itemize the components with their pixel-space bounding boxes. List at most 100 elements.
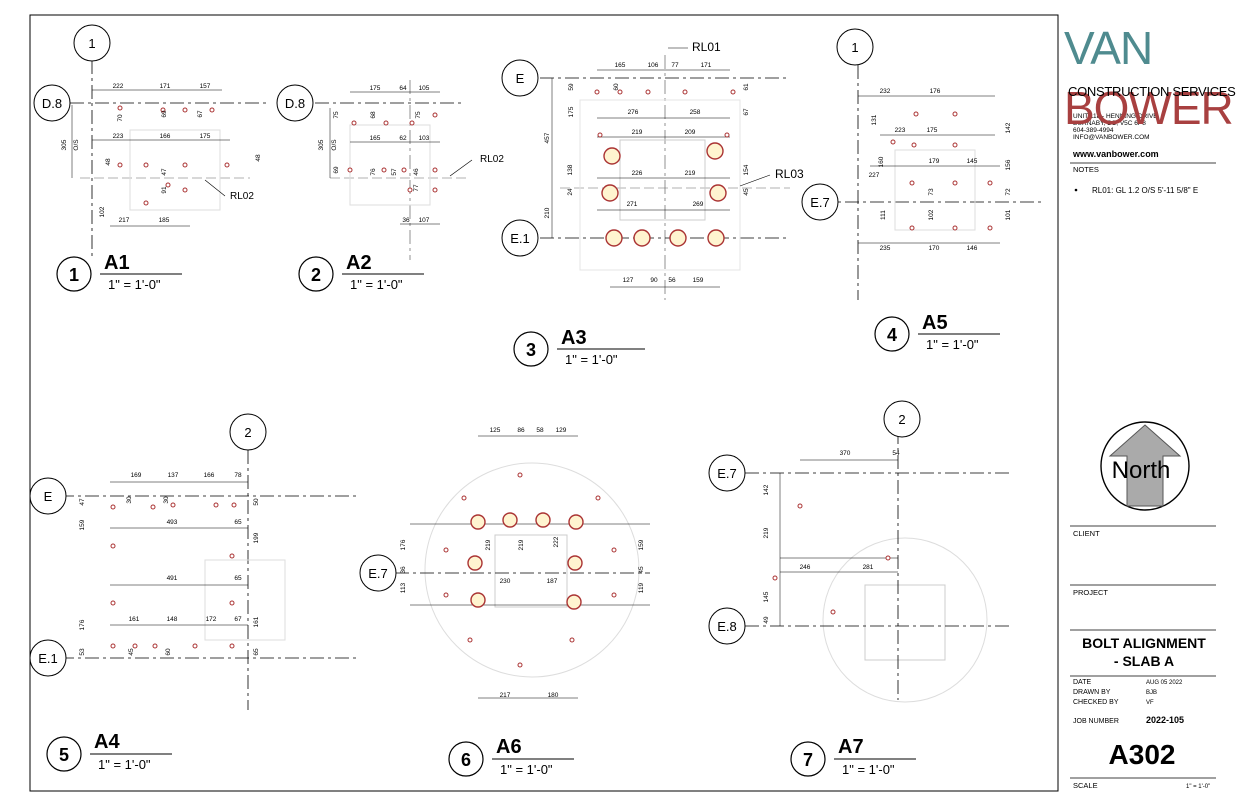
svg-text:64: 64 [399, 85, 407, 92]
svg-text:305: 305 [318, 139, 325, 150]
svg-text:78: 78 [234, 472, 242, 479]
svg-text:219: 219 [763, 527, 770, 538]
svg-text:VF: VF [1146, 700, 1154, 706]
view-number: 1 [69, 265, 79, 285]
svg-text:175: 175 [370, 85, 381, 92]
svg-text:A2: A2 [346, 252, 372, 274]
project-label: PROJECT [1073, 588, 1108, 597]
svg-text:45: 45 [638, 566, 645, 574]
grid-bubble-e8-a7: E.8 [708, 607, 746, 645]
svg-text:199: 199 [253, 532, 260, 543]
svg-text:69: 69 [333, 166, 340, 174]
svg-text:170: 170 [929, 245, 940, 252]
svg-text:1" = 1'-0": 1" = 1'-0" [500, 762, 553, 777]
svg-text:281: 281 [863, 564, 874, 571]
view-name: A1 [104, 252, 130, 274]
scale-value: 1" = 1'-0" [1186, 784, 1210, 790]
svg-text:50: 50 [253, 498, 260, 506]
svg-text:A5: A5 [922, 312, 948, 334]
svg-text:176: 176 [930, 88, 941, 95]
north-arrow-icon: North [1100, 421, 1190, 511]
dim-label: 102 [99, 206, 106, 217]
svg-text:59: 59 [568, 83, 575, 91]
scale-label: SCALE [1073, 781, 1098, 790]
svg-text:179: 179 [929, 158, 940, 165]
svg-text:131: 131 [871, 114, 878, 125]
svg-text:106: 106 [648, 62, 659, 69]
svg-text:A6: A6 [496, 736, 522, 758]
svg-text:219: 219 [685, 170, 696, 177]
svg-text:AUG 05 2022: AUG 05 2022 [1146, 680, 1183, 686]
dim-label: 70 [117, 114, 124, 122]
dim-label: 67 [197, 110, 204, 118]
svg-text:57: 57 [391, 168, 398, 176]
grid-bubble-e-a4: E [29, 477, 67, 515]
svg-text:101: 101 [1005, 209, 1012, 220]
svg-text:65: 65 [253, 648, 260, 656]
svg-text:53: 53 [79, 648, 86, 656]
svg-text:RL03: RL03 [775, 167, 804, 181]
svg-text:145: 145 [763, 591, 770, 602]
grid-bubble-e-a3: E [501, 59, 539, 97]
dim-label: 185 [159, 217, 170, 224]
view-title-a2: 2 A2 1" = 1'-0" [298, 252, 424, 292]
svg-text:165: 165 [615, 62, 626, 69]
svg-text:227: 227 [869, 172, 880, 179]
svg-text:161: 161 [253, 616, 260, 627]
svg-text:75: 75 [415, 111, 422, 119]
dim-label: 91 [161, 186, 168, 194]
svg-text:D.8: D.8 [42, 96, 62, 111]
svg-text:276: 276 [628, 109, 639, 116]
client-label: CLIENT [1073, 529, 1100, 538]
notes-label: NOTES [1073, 165, 1099, 174]
svg-text:226: 226 [632, 170, 643, 177]
svg-text:246: 246 [800, 564, 811, 571]
grid-bubble-e7-a5: E.7 [801, 183, 839, 221]
svg-text:DATE: DATE [1073, 679, 1091, 686]
svg-text:46: 46 [413, 168, 420, 176]
svg-text:1: 1 [88, 36, 95, 51]
grid-bubble-e7-a6: E.7 [359, 554, 397, 592]
svg-text:176: 176 [400, 539, 407, 550]
svg-text:159: 159 [638, 539, 645, 550]
svg-text:JOB NUMBER: JOB NUMBER [1073, 718, 1119, 725]
svg-text:209: 209 [685, 129, 696, 136]
dim-label: 175 [200, 133, 211, 140]
company-logo-subtitle: CONSTRUCTION SERVICES [1068, 84, 1236, 99]
sheet-number: A302 [1109, 739, 1176, 770]
svg-text:A3: A3 [561, 327, 587, 349]
dim-label: 223 [113, 133, 124, 140]
view-a7-plan [745, 430, 1010, 703]
svg-text:269: 269 [693, 201, 704, 208]
svg-text:30: 30 [163, 496, 170, 504]
svg-text:30: 30 [126, 496, 133, 504]
grid-bubble-2-a4: 2 [229, 413, 267, 451]
svg-text:210: 210 [544, 207, 551, 218]
svg-text:107: 107 [419, 217, 430, 224]
grid-bubble-d8: D.8 [33, 84, 71, 122]
svg-text:BURNABY, BC, V5C 6P8: BURNABY, BC, V5C 6P8 [1073, 120, 1146, 127]
svg-text:222: 222 [553, 536, 560, 547]
svg-text:77: 77 [671, 62, 679, 69]
svg-text:6: 6 [461, 750, 471, 770]
svg-text:65: 65 [234, 575, 242, 582]
svg-text:142: 142 [763, 484, 770, 495]
svg-text:159: 159 [693, 277, 704, 284]
svg-text:A4: A4 [94, 731, 120, 753]
svg-text:61: 61 [743, 83, 750, 91]
svg-text:1" = 1'-0": 1" = 1'-0" [565, 352, 618, 367]
svg-text:7: 7 [803, 750, 813, 770]
view-title-a6: 6 A6 1" = 1'-0" [448, 736, 574, 777]
grid-bubble-d8-a2: D.8 [276, 84, 314, 122]
svg-text:2022-105: 2022-105 [1146, 715, 1184, 725]
svg-text:2: 2 [244, 425, 251, 440]
svg-text:138: 138 [567, 164, 574, 175]
svg-text:24: 24 [567, 188, 574, 196]
svg-text:D.8: D.8 [285, 96, 305, 111]
svg-text:E: E [516, 71, 525, 86]
svg-text:49: 49 [763, 616, 770, 624]
svg-text:219: 219 [485, 539, 492, 550]
svg-text:1" = 1'-0": 1" = 1'-0" [350, 277, 403, 292]
svg-text:457: 457 [544, 132, 551, 143]
